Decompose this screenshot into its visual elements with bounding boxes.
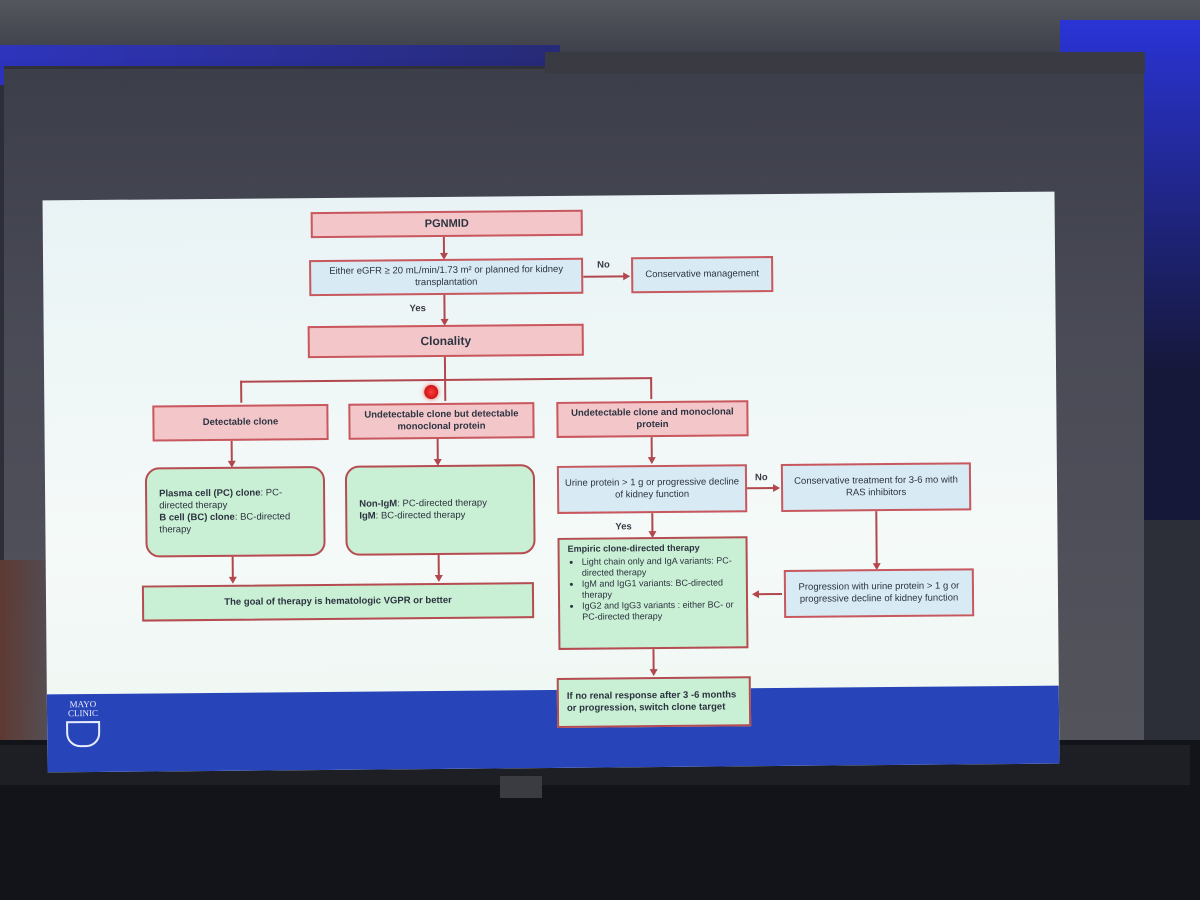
undetectable-clone-and-protein-node: Undetectable clone and monoclonal protei…	[556, 400, 749, 438]
conservative-management-label: Conservative management	[645, 268, 760, 281]
urine-protein-label: Urine protein > 1 g or progressive decli…	[564, 476, 740, 501]
conservative-treatment-node: Conservative treatment for 3-6 mo with R…	[780, 462, 972, 512]
no-response-node: If no renal response after 3 -6 months o…	[556, 676, 752, 728]
empiric-item: Light chain only and IgA variants: PC-di…	[582, 555, 738, 578]
goal-label: The goal of therapy is hematologic VGPR …	[224, 594, 452, 608]
detectable-clone-node: Detectable clone	[152, 403, 329, 442]
arrow-down-icon	[647, 457, 656, 465]
undetectable-clone-protein-node: Undetectable clone but detectable monocl…	[348, 402, 535, 440]
no-label: No	[754, 472, 768, 484]
nonigm-text: : PC-directed therapy	[397, 497, 487, 510]
no-label: No	[597, 259, 610, 271]
arrow-down-icon	[228, 576, 237, 584]
no-response-label: If no renal response after 3 -6 months o…	[566, 689, 737, 714]
empiric-list: Light chain only and IgA variants: PC-di…	[568, 555, 739, 622]
yes-label: Yes	[615, 521, 632, 533]
root-node: PGNMID	[310, 209, 583, 239]
stage-monitor	[500, 776, 542, 798]
logo-line2: CLINIC	[67, 707, 99, 719]
detectable-clone-label: Detectable clone	[202, 416, 279, 429]
criterion-label: Either eGFR ≥ 20 mL/min/1.73 m² or plann…	[329, 263, 564, 289]
clonality-label: Clonality	[420, 333, 472, 349]
igm-title: IgM	[359, 510, 376, 522]
empiric-therapy-content: Empiric clone-directed therapy Light cha…	[568, 542, 739, 622]
conservative-management-node: Conservative management	[631, 256, 774, 294]
connector	[443, 356, 447, 381]
detectable-therapy-node: Plasma cell (PC) clone: PC-directed ther…	[144, 465, 326, 558]
empiric-item: IgG2 and IgG3 variants : either BC- or P…	[582, 599, 738, 622]
empiric-item: IgM and IgG1 variants: BC-directed thera…	[582, 577, 738, 600]
progression-label: Progression with urine protein > 1 g or …	[798, 580, 960, 605]
root-node-label: PGNMID	[424, 217, 469, 231]
nonigm-title: Non-IgM	[359, 498, 398, 510]
mayo-clinic-logo: MAYO CLINIC	[57, 699, 109, 750]
detectable-therapy-text: Plasma cell (PC) clone: PC-directed ther…	[159, 487, 311, 536]
goal-node: The goal of therapy is hematologic VGPR …	[141, 582, 535, 622]
empiric-title: Empiric clone-directed therapy	[567, 542, 700, 554]
shield-icon	[66, 720, 101, 748]
conservative-treatment-label: Conservative treatment for 3-6 mo with R…	[794, 474, 958, 499]
screen-housing	[545, 52, 1145, 74]
protein-therapy-text: Non-IgM: PC-directed therapy IgM: BC-dir…	[359, 498, 487, 523]
connector	[240, 380, 243, 403]
slide-footer-band	[46, 685, 1060, 773]
connector	[745, 487, 776, 490]
connector	[757, 592, 782, 596]
arrow-right-icon	[773, 484, 781, 493]
undetectable-both-label: Undetectable clone and monoclonal protei…	[571, 406, 734, 431]
arrow-left-icon	[751, 590, 760, 599]
bc-clone-title: B cell (BC) clone	[159, 511, 235, 524]
connector	[875, 511, 878, 568]
protein-therapy-node: Non-IgM: PC-directed therapy IgM: BC-dir…	[344, 464, 536, 556]
connector	[583, 275, 626, 278]
clonality-node: Clonality	[307, 323, 584, 359]
connector	[650, 377, 653, 400]
igm-text: : BC-directed therapy	[375, 509, 466, 522]
flowchart-slide: MAYO CLINIC No Yes No Yes PGNMID Either …	[42, 191, 1060, 773]
arrow-down-icon	[649, 669, 658, 677]
empiric-therapy-node: Empiric clone-directed therapy Light cha…	[557, 536, 749, 650]
arrow-right-icon	[623, 272, 631, 281]
progression-node: Progression with urine protein > 1 g or …	[783, 568, 975, 618]
pc-clone-title: Plasma cell (PC) clone	[159, 487, 261, 500]
undetectable-clone-protein-label: Undetectable clone but detectable monocl…	[364, 408, 519, 433]
criterion-node: Either eGFR ≥ 20 mL/min/1.73 m² or plann…	[309, 257, 584, 297]
yes-label: Yes	[409, 303, 426, 315]
laser-pointer-dot	[424, 384, 439, 400]
arrow-down-icon	[434, 574, 443, 583]
connector	[444, 378, 447, 401]
urine-protein-node: Urine protein > 1 g or progressive decli…	[556, 464, 748, 514]
